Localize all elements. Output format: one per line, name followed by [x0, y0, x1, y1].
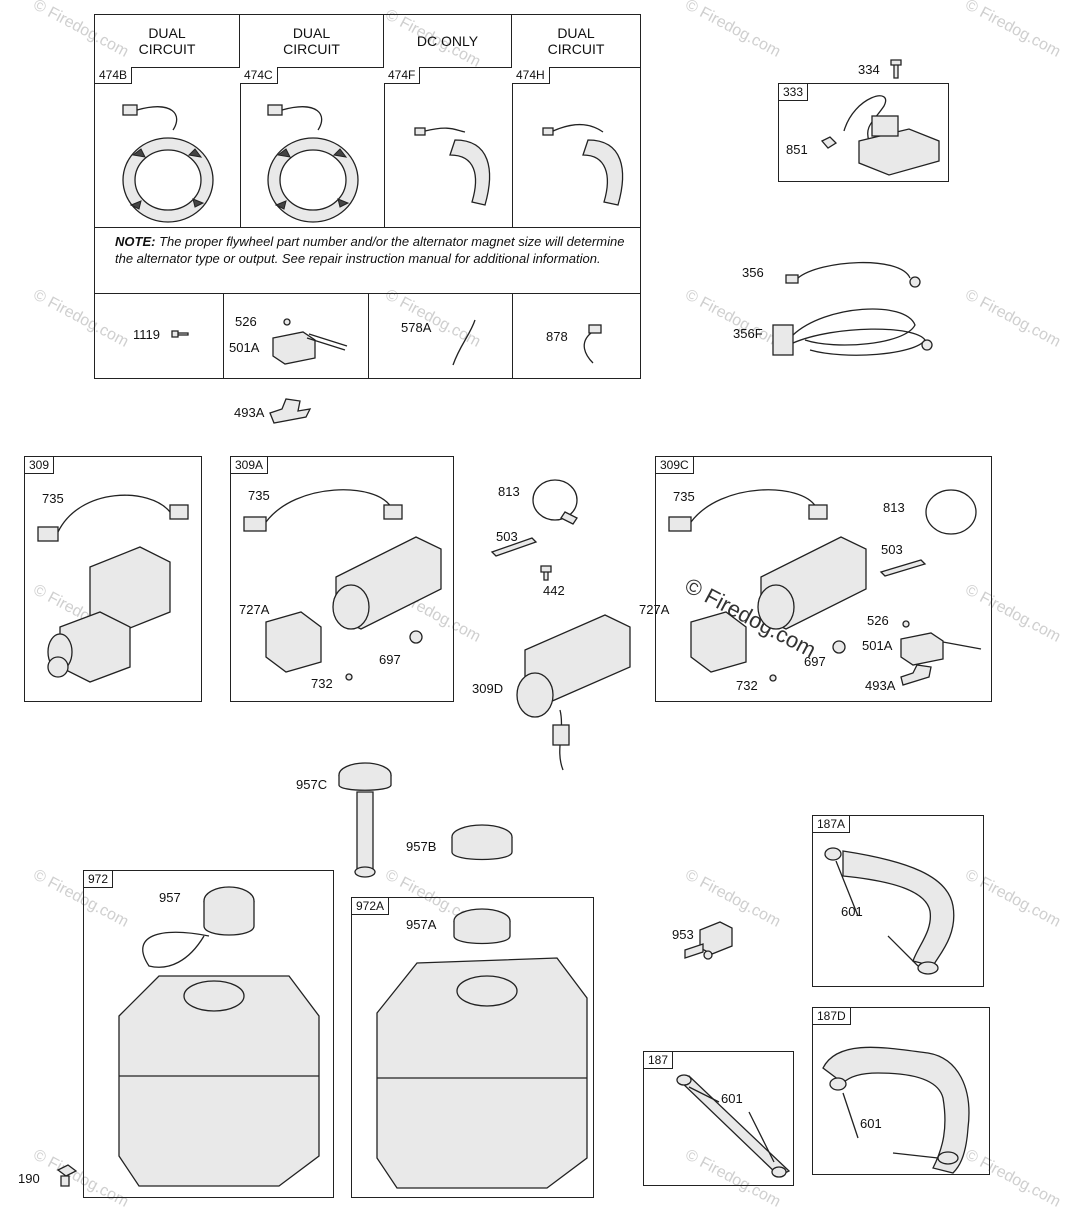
part-label: 957A: [406, 917, 437, 932]
fuel-line-187-drawing: [676, 1074, 791, 1178]
part-label: 697: [804, 654, 826, 669]
fuel-tank-972A-drawing: [376, 908, 588, 1189]
part-box-309C: 309C 735 813 503 727A 526 501A 697 493A …: [639, 456, 992, 702]
watermark: © Firedog.com: [962, 286, 1064, 351]
fuel-tank-972-drawing: [118, 886, 320, 1187]
part-box-972A: 972A 957A: [351, 897, 594, 1198]
part-label: 732: [311, 676, 333, 691]
table-header: DC ONLY: [384, 15, 512, 67]
table-header: DUAL CIRCUIT: [95, 15, 240, 67]
part-tag: 474F: [384, 67, 421, 84]
part-box-187: 187 601: [643, 1051, 794, 1186]
valve-953-drawing: [684, 921, 733, 960]
part-label: 953: [672, 927, 694, 942]
plate-503-drawing: [490, 537, 538, 557]
part-tag: 972A: [352, 898, 390, 915]
rectifier-501A-drawing: [272, 318, 348, 365]
starter-309D-drawing: [516, 614, 631, 771]
part-label: 813: [883, 500, 905, 515]
starter-309-drawing: [37, 494, 189, 683]
part-label: 1119: [133, 327, 160, 342]
part-label: 493A: [865, 678, 896, 693]
cap-957C-drawing: [338, 762, 392, 878]
part-label: 735: [42, 491, 64, 506]
part-tag: 309: [25, 457, 55, 474]
table-header: DUAL CIRCUIT: [240, 15, 384, 67]
part-label: 957B: [406, 839, 437, 854]
fuel-line-187D-drawing: [822, 1046, 970, 1174]
part-label: 501A: [862, 638, 893, 653]
part-tag: 309A: [231, 457, 269, 474]
screw-442-drawing: [540, 565, 552, 581]
part-label: 503: [881, 542, 903, 557]
part-label: 601: [721, 1091, 743, 1106]
part-tag: 972: [84, 871, 114, 888]
part-label: 526: [235, 314, 257, 329]
part-box-972: 972 957: [83, 870, 334, 1198]
part-box-187A: 187A 601: [812, 815, 984, 987]
part-tag: 474B: [95, 67, 133, 84]
part-box-309A: 309A 735 727A 697 732: [230, 456, 454, 702]
part-label: 957: [159, 890, 181, 905]
part-label: 503: [496, 529, 518, 544]
part-label: 190: [18, 1171, 40, 1186]
alternator-474H-drawing: [542, 123, 624, 206]
part-label: 356: [742, 265, 764, 280]
ignition-coil-drawing: [820, 95, 940, 176]
part-label: 851: [786, 142, 808, 157]
part-label: 727A: [639, 602, 670, 617]
part-tag: 187: [644, 1052, 674, 1069]
part-box-187D: 187D 601: [812, 1007, 990, 1175]
part-label: 334: [858, 62, 880, 77]
part-label: 309D: [472, 681, 504, 696]
part-box-333: 333 851: [778, 83, 949, 182]
wire-356-drawing: [785, 261, 921, 288]
part-tag: 187A: [813, 816, 851, 833]
part-tag: 474H: [512, 67, 550, 84]
part-label: 356F: [733, 326, 763, 341]
part-label: 697: [379, 652, 401, 667]
clamp-813-drawing: [532, 479, 578, 525]
table-header: DUAL CIRCUIT: [547, 25, 605, 57]
wire-578A-drawing: [452, 319, 476, 366]
note: NOTE: The proper flywheel part number an…: [115, 234, 625, 266]
part-label: 813: [498, 484, 520, 499]
part-tag: 474C: [240, 67, 278, 84]
starter-309C-drawing: [668, 489, 982, 686]
part-label: 732: [736, 678, 758, 693]
alternator-table: DUAL CIRCUIT DUAL CIRCUIT DC ONLY DUAL C…: [94, 14, 641, 379]
part-label: 957C: [296, 777, 328, 792]
part-box-309: 309 735: [24, 456, 202, 702]
alternator-474F-drawing: [414, 127, 491, 206]
part-tag: 333: [779, 84, 809, 101]
part-label: 735: [673, 489, 695, 504]
starter-309A-drawing: [243, 489, 442, 681]
part-label: 601: [860, 1116, 882, 1131]
part-label: 878: [546, 329, 568, 344]
part-tag: 309C: [656, 457, 694, 474]
part-label: 526: [867, 613, 889, 628]
bracket-493A-drawing: [269, 398, 312, 424]
wire-878-drawing: [583, 324, 602, 364]
harness-356F-drawing: [772, 308, 933, 356]
part-label: 442: [543, 583, 565, 598]
part-tag: 187D: [813, 1008, 851, 1025]
alternator-474C-drawing: [267, 104, 359, 223]
part-label: 501A: [229, 340, 260, 355]
part-label: 578A: [401, 320, 432, 335]
cap-957B-drawing: [451, 824, 513, 861]
watermark: © Firedog.com: [682, 0, 784, 61]
screw-334-drawing: [890, 59, 902, 79]
screw-1119-drawing: [171, 330, 189, 338]
part-label: 727A: [239, 602, 270, 617]
part-label: 493A: [234, 405, 265, 420]
part-label: 735: [248, 488, 270, 503]
fuel-line-187A-drawing: [824, 847, 955, 975]
alternator-474B-drawing: [122, 104, 214, 223]
watermark: © Firedog.com: [962, 0, 1064, 61]
drain-plug-190-drawing: [56, 1164, 78, 1187]
